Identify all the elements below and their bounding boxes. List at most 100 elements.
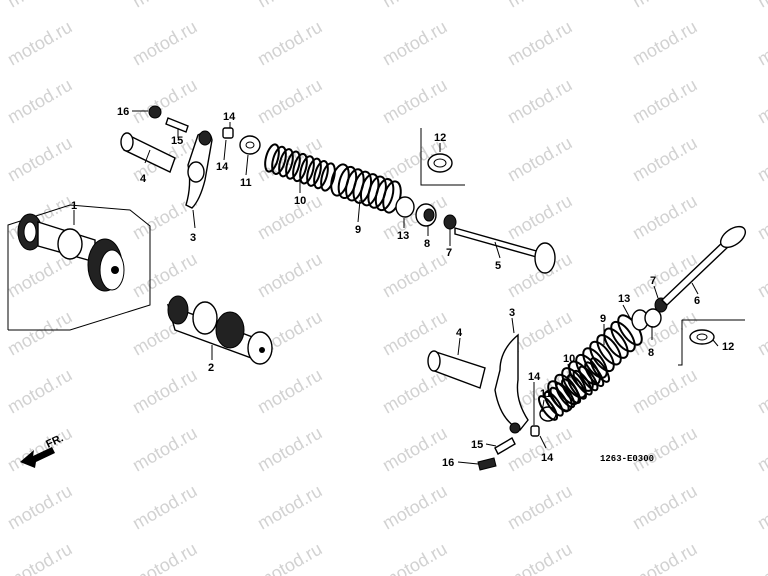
callout-7: 7 <box>446 247 452 259</box>
callout-15: 15 <box>171 135 183 147</box>
watermark-text: motod.ru <box>129 423 201 476</box>
lower-assembly <box>427 225 747 471</box>
callout-14-a: 14 <box>223 111 236 123</box>
watermark-text: motod.ru <box>754 249 768 302</box>
watermark-text: motod.ru <box>754 307 768 360</box>
spring-coil <box>278 148 294 178</box>
watermark-text: motod.ru <box>504 481 576 534</box>
callout-14-c: 14 <box>528 371 541 383</box>
watermark-text: motod.ru <box>129 75 201 128</box>
watermark-text: motod.ru <box>379 481 451 534</box>
spring-coil <box>555 382 576 409</box>
watermark-text: motod.ru <box>629 17 701 70</box>
callout-13: 13 <box>397 230 409 242</box>
watermark-text: motod.ru <box>254 0 326 11</box>
spring-coil <box>264 143 280 173</box>
callout-2: 2 <box>208 362 214 374</box>
watermark-text: motod.ru <box>629 481 701 534</box>
watermark-text: motod.ru <box>4 481 76 534</box>
callout-1: 1 <box>71 200 77 212</box>
watermark-text: motod.ru <box>504 191 576 244</box>
watermark-text: motod.ru <box>504 539 576 576</box>
watermark-text: motod.ru <box>754 17 768 70</box>
drawing-code: 1263-E0300 <box>600 454 654 464</box>
watermark-text: motod.ru <box>754 423 768 476</box>
spring-coil <box>547 380 573 412</box>
watermark-text: motod.ru <box>754 0 768 11</box>
watermark-text: motod.ru <box>4 17 76 70</box>
callout-7-lower: 7 <box>650 275 656 287</box>
watermark-text: motod.ru <box>254 191 326 244</box>
spring-coil <box>596 334 622 366</box>
watermark-text: motod.ru <box>4 539 76 576</box>
watermark-text: motod.ru <box>254 249 326 302</box>
watermark-text: motod.ru <box>629 0 701 11</box>
watermark-text: motod.ru <box>379 0 451 11</box>
watermark-text: motod.ru <box>629 191 701 244</box>
watermark-text: motod.ru <box>4 365 76 418</box>
callout-3: 3 <box>190 232 196 244</box>
spring-coil <box>306 157 322 187</box>
spring-coil <box>575 353 601 386</box>
spring-coil <box>589 357 611 383</box>
spring-coil <box>537 395 559 421</box>
callout-8: 8 <box>424 238 430 250</box>
watermark-text: motod.ru <box>629 133 701 186</box>
watermark-text: motod.ru <box>4 0 76 11</box>
callout-11: 11 <box>240 177 252 189</box>
watermark-text: motod.ru <box>379 249 451 302</box>
spring-coil <box>554 373 580 406</box>
watermark-text: motod.ru <box>754 539 768 576</box>
watermark-text: motod.ru <box>629 539 701 576</box>
watermark-text: motod.ru <box>379 539 451 576</box>
watermark-text: motod.ru <box>379 191 451 244</box>
callout-11-lower: 11 <box>540 388 552 400</box>
callout-4: 4 <box>140 173 147 185</box>
callout-4-lower: 4 <box>456 327 463 339</box>
watermark-text: motod.ru <box>4 75 76 128</box>
callout-3-lower: 3 <box>509 307 515 319</box>
callout-12-lower: 12 <box>722 341 734 353</box>
camshaft-1 <box>7 204 151 331</box>
watermark-text: motod.ru <box>379 423 451 476</box>
watermark-text: motod.ru <box>129 249 201 302</box>
spring-coil <box>374 177 395 212</box>
spring-coil <box>285 150 301 180</box>
callout-13-lower: 13 <box>618 293 630 305</box>
watermark-text: motod.ru <box>754 75 768 128</box>
watermark-text: motod.ru <box>4 307 76 360</box>
callout-16-lower: 16 <box>442 457 454 469</box>
callout-5: 5 <box>495 260 501 272</box>
spring-coil <box>561 367 587 399</box>
watermark-text: motod.ru <box>379 307 451 360</box>
watermark-text: motod.ru <box>379 75 451 128</box>
callout-10: 10 <box>294 195 306 207</box>
watermark-text: motod.ru <box>129 365 201 418</box>
spring-coil <box>582 347 608 379</box>
watermark-text: motod.ru <box>254 365 326 418</box>
watermark-text: motod.ru <box>629 365 701 418</box>
watermark-text: motod.ru <box>254 539 326 576</box>
watermark-text: motod.ru <box>504 17 576 70</box>
spring-coil <box>271 145 287 175</box>
watermark-text: motod.ru <box>129 539 201 576</box>
callout-14-b: 14 <box>216 161 229 173</box>
watermark-text: motod.ru <box>504 0 576 11</box>
upper-assembly <box>120 105 556 274</box>
callout-14-d: 14 <box>541 452 554 464</box>
watermark-text: motod.ru <box>129 481 201 534</box>
callout-16: 16 <box>117 106 129 118</box>
spring-coil <box>603 327 629 359</box>
watermark-text: motod.ru <box>629 75 701 128</box>
callout-10-lower: 10 <box>563 353 575 365</box>
camshaft-2 <box>166 295 273 365</box>
spring-coil <box>313 160 329 190</box>
callout-6: 6 <box>694 295 700 307</box>
spring-coil <box>320 162 336 192</box>
watermark-text: motod.ru <box>754 191 768 244</box>
watermark-text: motod.ru <box>254 423 326 476</box>
watermark-text: motod.ru <box>129 17 201 70</box>
